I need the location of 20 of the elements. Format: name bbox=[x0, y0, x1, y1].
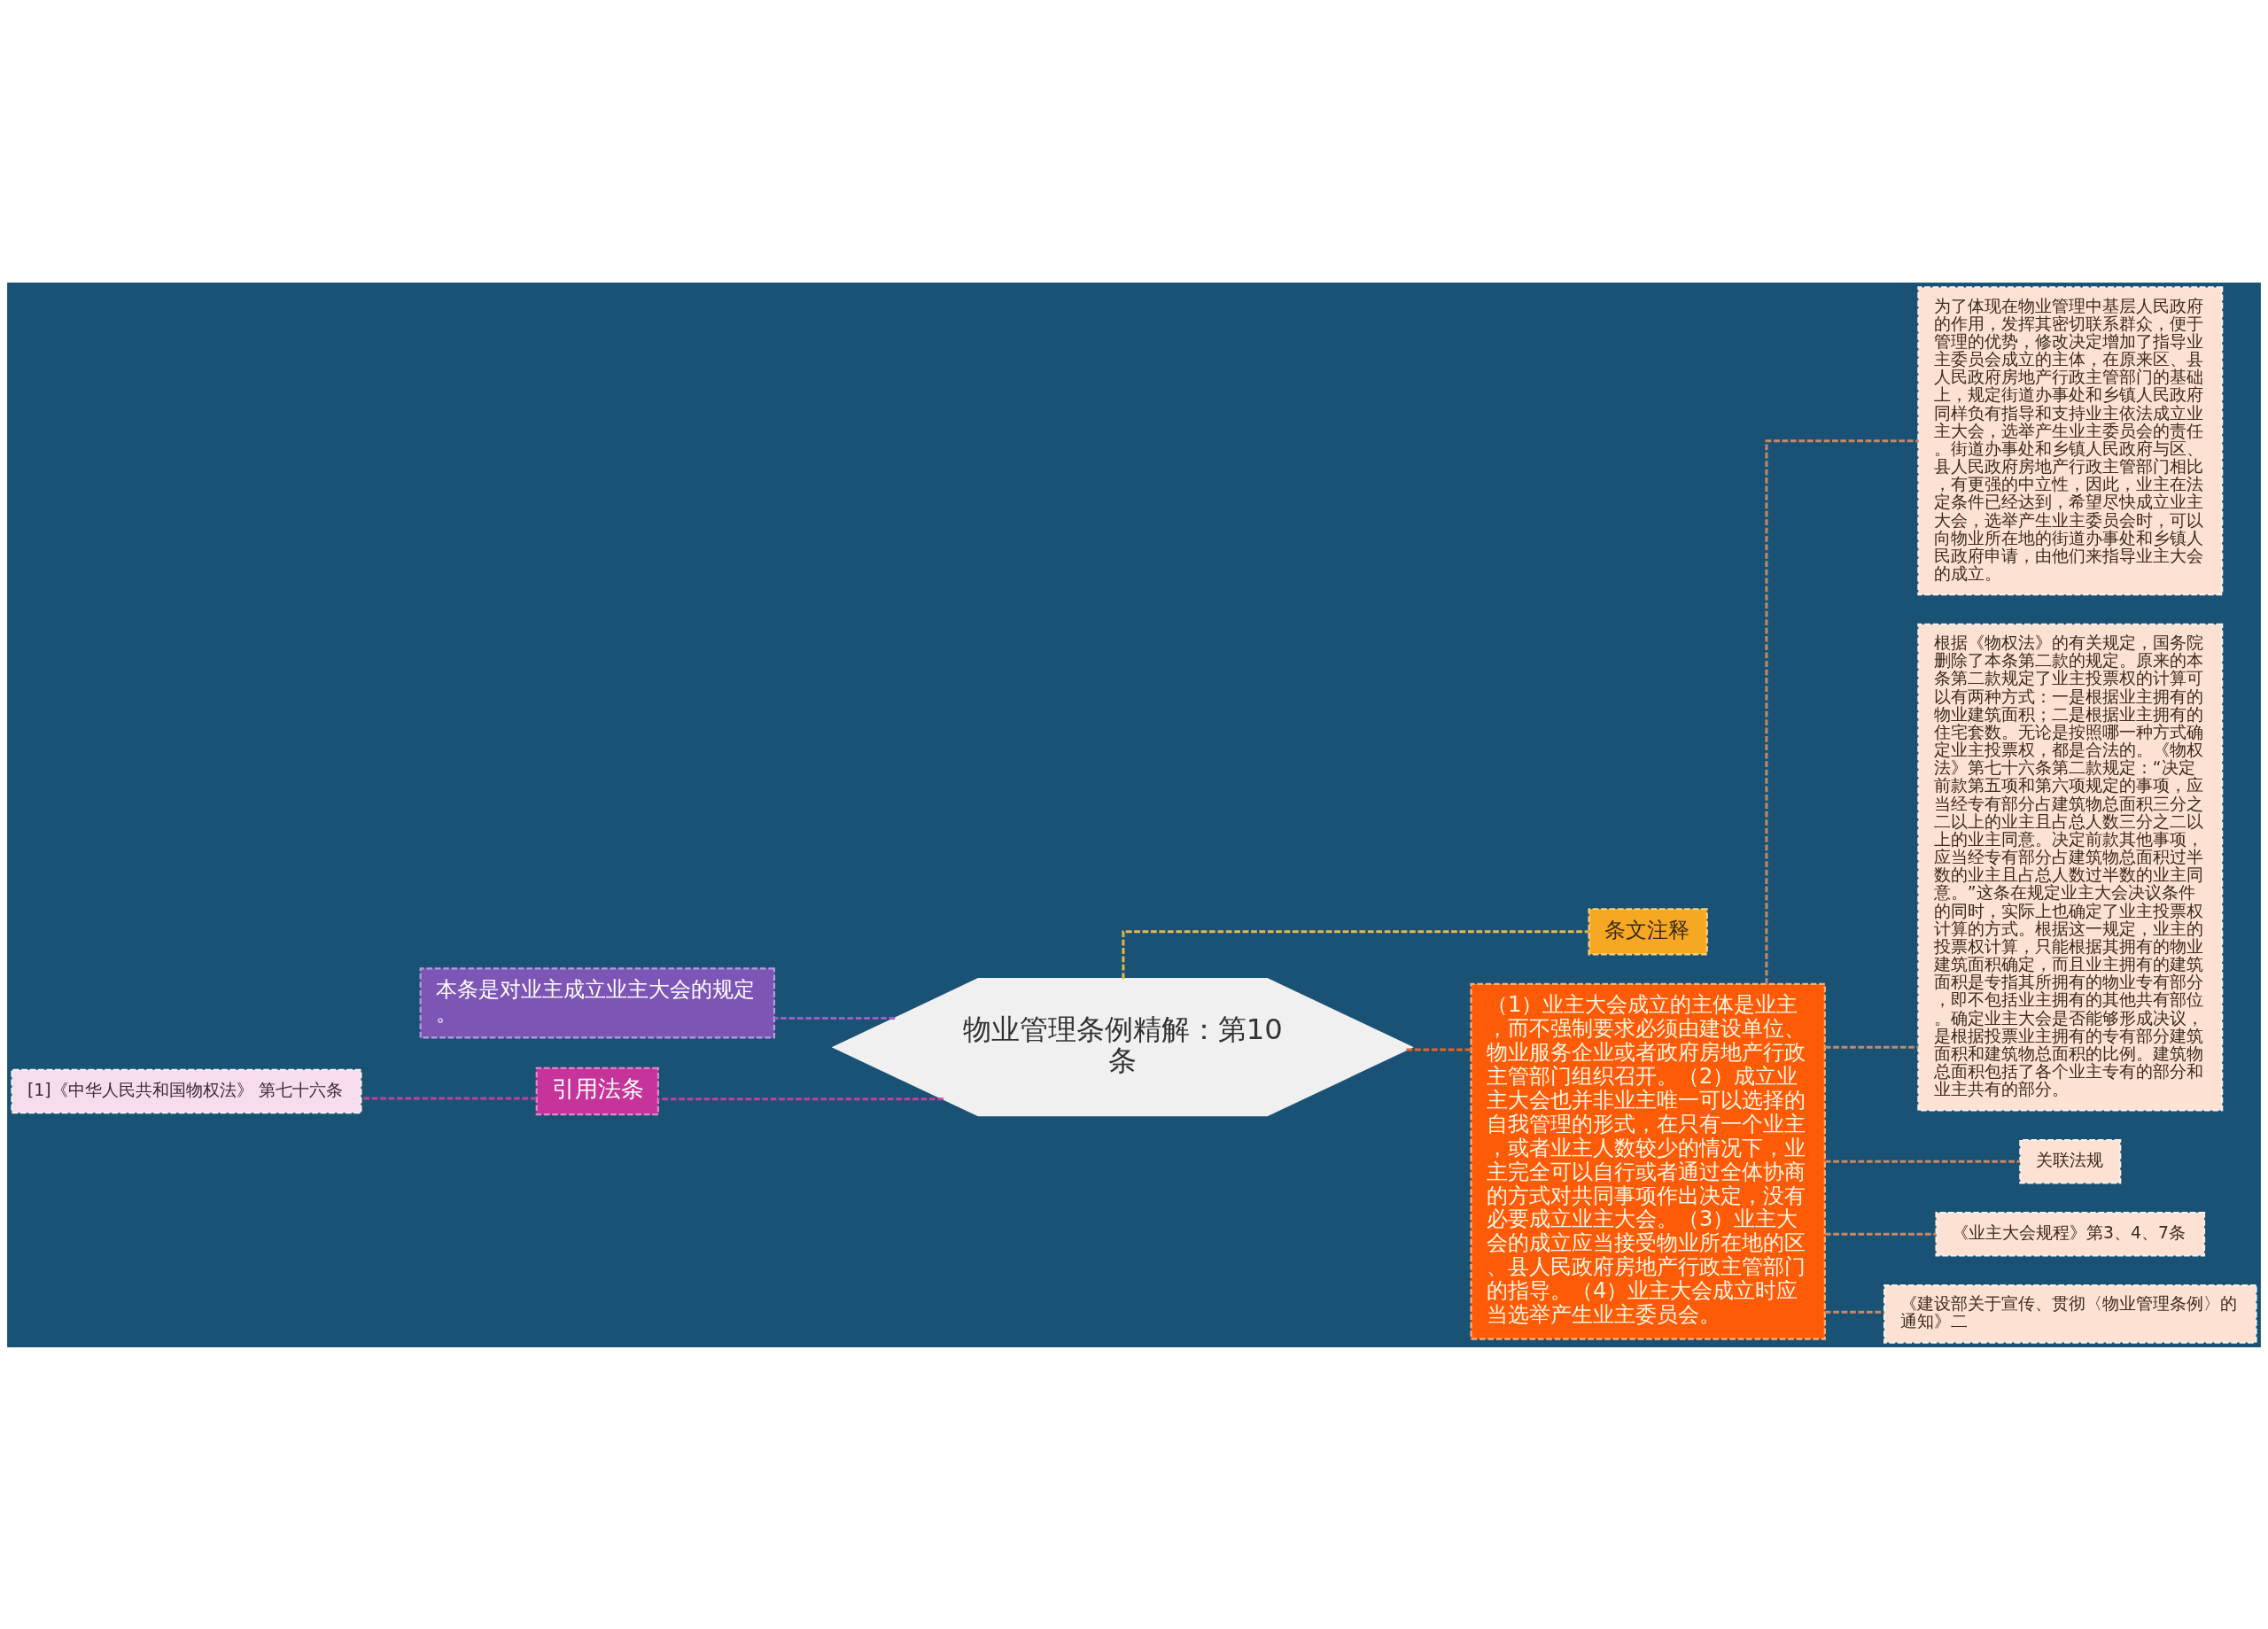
connector bbox=[1824, 1232, 1937, 1236]
node-box: 本条是对业主成立业主大会的规定。 bbox=[419, 966, 776, 1038]
connector bbox=[658, 1097, 944, 1100]
node-box: （1）业主大会成立的主体是业主，而不强制要求必须由建设单位、物业服务企业或者政府房地产行政主管部门组织召开。（2）成立业主大会也并非业主唯一可以选择的自我管理的形式，在只有一个业主，或者业主人数较少的情况下，业主完全可以自行或者通过全体协商的方式对共同事项作出决定，没有必要成立业主大会。（3）业主大会的成立应当接受物业所在地的区、县人民政府房地产行政主管部门的指导。（4）业主大会成立时应当选举产生业主委员会。 bbox=[1470, 982, 1826, 1340]
connector bbox=[1765, 438, 1918, 984]
node-box: 根据《物权法》的有关规定，国务院删除了本条第二款的规定。原来的本条第二款规定了业主投票权的计算可以有两种方式：一是根据业主拥有的物业建筑面积；二是根据业主拥有的住宅套数。无论是按照哪一种方式确定业主投票权，都是合法的。《物权法》第七十六条第二款规定：“决定前款第五项和第六项规定的事项，应当经专有部分占建筑物总面积三分之二以上的业主且占总人数三分之二以上的业主同意。决定前款其他事项，应当经专有部分占建筑物总面积过半数的业主且占总人数过半数的业主同意。”这条在规定业主大会决议条件的同时，实际上也确定了业主投票权计算的方式。根据这一规定，业主的投票权计算，只能根据其拥有的物业建筑面积确定，而且业主拥有的建筑面积是专指其所拥有的物业专有部分，即不包括业主拥有的其他共有部位。确定业主大会是否能够形成决议，是根据投票业主拥有的专有部分建筑面积和建筑物总面积的比例。建筑物总面积包括了各个业主专有的部分和业主共有的部分。 bbox=[1917, 623, 2224, 1111]
connector bbox=[361, 1097, 537, 1099]
connector bbox=[1406, 1048, 1472, 1051]
node-box: [1]《中华人民共和国物权法》 第七十六条 bbox=[11, 1068, 362, 1113]
node-box: 关联法规 bbox=[2019, 1138, 2122, 1184]
node-box: 《业主大会规程》第3、4、7条 bbox=[1935, 1211, 2206, 1257]
node-box: 《建设部关于宣传、贯彻〈物业管理条例〉的通知》二 bbox=[1883, 1284, 2257, 1344]
connector bbox=[1824, 1045, 1919, 1049]
connector bbox=[774, 1016, 896, 1020]
connector bbox=[1824, 1160, 2020, 1163]
node-box: 为了体现在物业管理中基层人民政府的作用，发挥其密切联系群众，便于管理的优势，修改决定增加了指导业主委员会成立的主体，在原来区、县人民政府房地产行政主管部门的基础上，规定街道办事处和乡镇人民政府同样负有指导和支持业主依法成立业主大会，选举产生业主委员会的责任。街道办事处和乡镇人民政府与区、县人民政府房地产行政主管部门相比，有更强的中立性，因此，业主在法定条件已经达到，希望尽快成立业主大会，选举产生业主委员会时，可以向物业所在地的街道办事处和乡镇人民政府申请，由他们来指导业主大会的成立。 bbox=[1917, 285, 2224, 595]
connector bbox=[1122, 929, 1589, 979]
node-box: 条文注释 bbox=[1588, 907, 1708, 955]
connector bbox=[1824, 1310, 1884, 1314]
node-box: 引用法条 bbox=[535, 1067, 659, 1115]
